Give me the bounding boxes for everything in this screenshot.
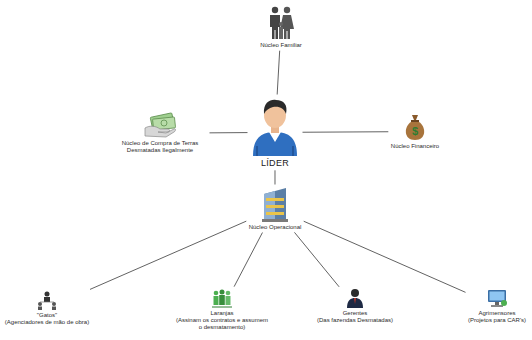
financial-core: Núcleo Financeiro	[390, 113, 440, 150]
node-icon	[211, 288, 233, 308]
node-label: "Gatos"	[36, 312, 58, 319]
node-icon	[36, 290, 58, 310]
connector-line	[304, 221, 466, 292]
connector-line	[274, 170, 275, 184]
node-icon	[344, 288, 366, 308]
front-men: Laranjas(Assinam os contratos e assumem …	[174, 288, 270, 332]
node-label: Núcleo Familiar	[259, 42, 303, 49]
connector-line	[90, 221, 246, 289]
node-label: Núcleo de Compra de Terras Desmatadas Il…	[112, 140, 208, 154]
node-label: LÍDER	[260, 158, 290, 169]
node-icon	[266, 6, 296, 40]
operational-core: Núcleo Operacional	[248, 186, 303, 231]
labor-agents: "Gatos"(Agenciadores de mão de obra)	[4, 290, 90, 326]
node-description: (Agenciadores de mão de obra)	[4, 319, 90, 326]
leader-node: LÍDER	[249, 96, 301, 169]
surveyors: Agrimensores(Projetos para CAR's)	[467, 288, 527, 324]
managers: Gerentes(Das fazendas Desmatadas)	[316, 288, 394, 324]
family-core: Núcleo Familiar	[259, 6, 303, 49]
connector-line	[234, 233, 262, 287]
node-icon	[403, 113, 427, 141]
node-icon	[144, 112, 176, 138]
connector-line	[210, 132, 248, 133]
node-label: Gerentes	[342, 310, 369, 317]
node-description: (Assinam os contratos e assumem o desmat…	[174, 317, 270, 331]
node-icon	[260, 186, 290, 222]
connector-line	[303, 131, 389, 132]
node-label: Núcleo Financeiro	[390, 143, 440, 150]
node-label: Laranjas	[209, 310, 234, 317]
node-label: Núcleo Operacional	[248, 224, 303, 231]
node-description: (Projetos para CAR's)	[467, 317, 527, 324]
node-icon	[249, 96, 301, 156]
node-icon	[486, 288, 508, 308]
node-description: (Das fazendas Desmatadas)	[316, 317, 394, 324]
node-label: Agrimensores	[477, 310, 516, 317]
connector-line	[294, 232, 339, 286]
land-purchase-core: Núcleo de Compra de Terras Desmatadas Il…	[112, 112, 208, 154]
connector-line	[277, 51, 280, 95]
